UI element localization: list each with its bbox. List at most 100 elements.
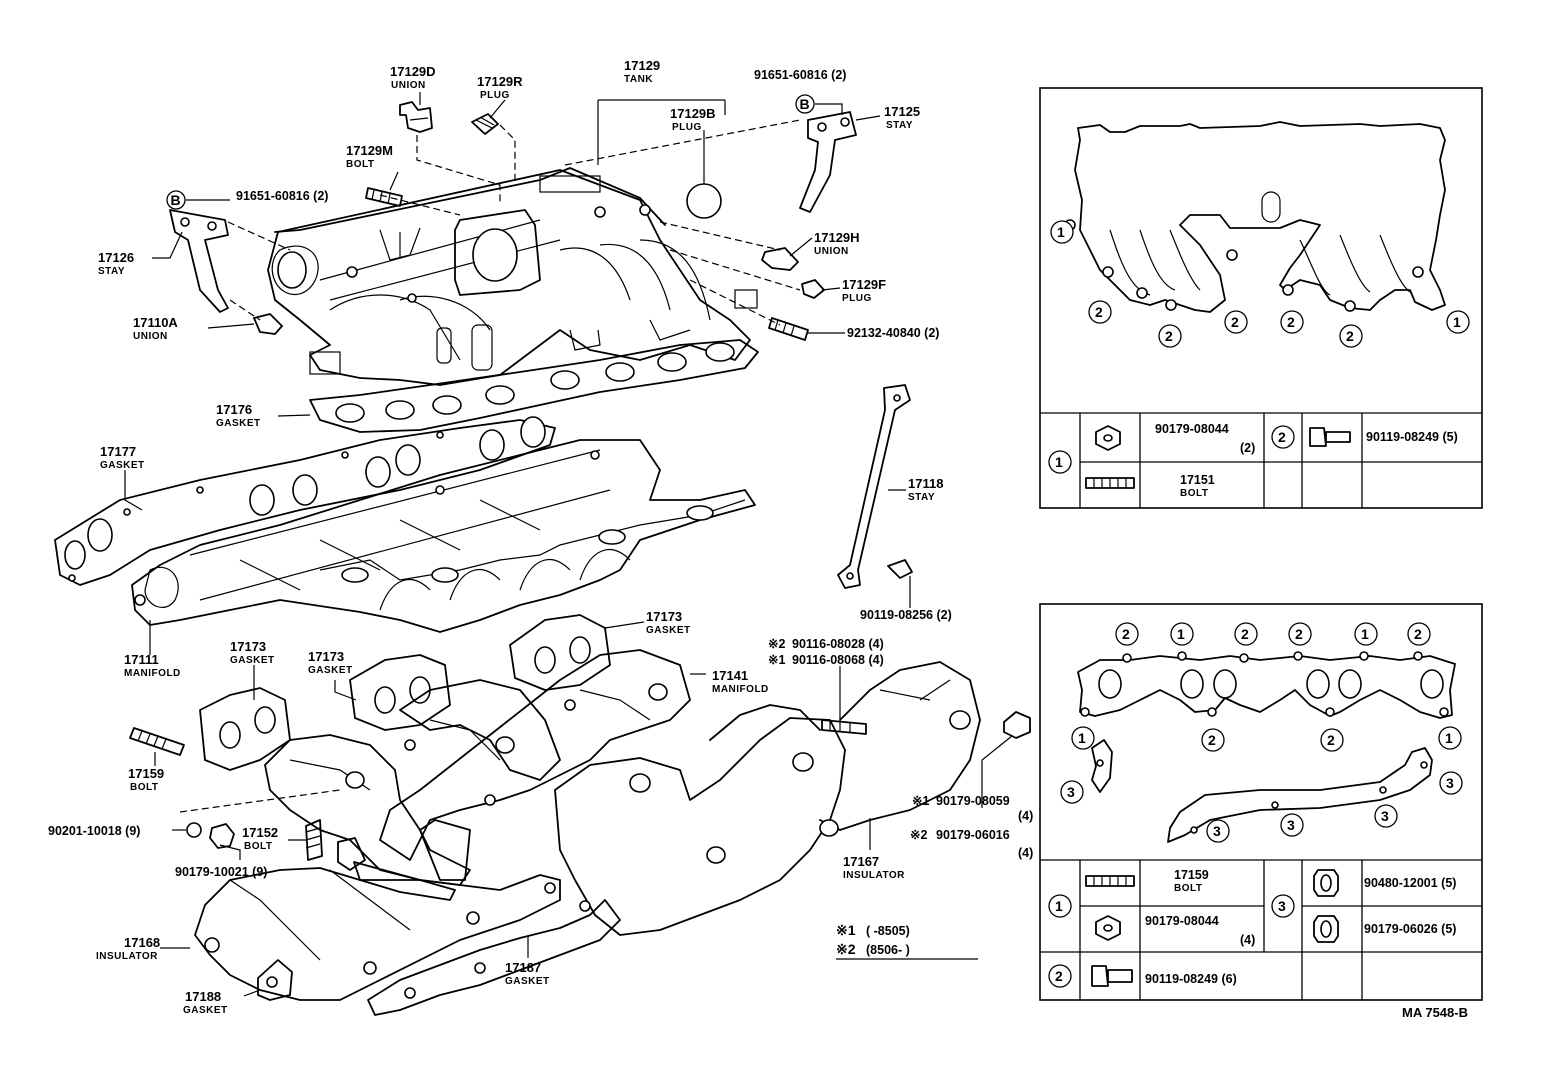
svg-text:1: 1	[1453, 314, 1461, 330]
detail-top-legend: 1 90179-08044 (2) 2 90119-08249 (5) 1715…	[1048, 422, 1458, 499]
svg-text:17188: 17188	[185, 989, 221, 1004]
svg-text:GASKET: GASKET	[308, 665, 353, 676]
gasket-17188	[257, 959, 293, 1001]
callout-17129H: 17129H UNION	[814, 230, 860, 257]
exhaust-gaskets-17173	[199, 614, 611, 771]
svg-text:PLUG: PLUG	[480, 90, 510, 101]
callout-17176: 17176 GASKET	[216, 402, 261, 429]
svg-text:17129B: 17129B	[670, 106, 716, 121]
svg-text:2: 2	[1165, 328, 1173, 344]
svg-text:UNION: UNION	[391, 80, 426, 91]
callout-17168: 17168 INSULATOR	[96, 935, 160, 962]
insulator-17168	[194, 867, 561, 1001]
callout-17125: 17125 STAY	[884, 104, 920, 131]
svg-text:17173: 17173	[646, 609, 682, 624]
svg-text:90201-10018 (9): 90201-10018 (9)	[48, 824, 140, 838]
exploded-lines	[179, 119, 801, 813]
svg-text:90116-08068 (4): 90116-08068 (4)	[792, 653, 884, 667]
svg-text:TANK: TANK	[624, 74, 653, 85]
svg-text:GASKET: GASKET	[183, 1005, 228, 1016]
svg-text:PLUG: PLUG	[842, 293, 872, 304]
svg-text:1: 1	[1445, 730, 1453, 746]
svg-text:※2: ※2	[768, 637, 785, 651]
svg-text:3: 3	[1446, 775, 1454, 791]
svg-text:※1: ※1	[912, 794, 929, 808]
svg-text:(4): (4)	[1018, 809, 1033, 823]
svg-text:1: 1	[1361, 626, 1369, 642]
svg-text:2: 2	[1278, 429, 1286, 445]
svg-text:(8506- ): (8506- )	[866, 943, 910, 957]
svg-text:17129H: 17129H	[814, 230, 860, 245]
svg-text:BOLT: BOLT	[1180, 488, 1208, 499]
callout-90116-08028: ※2 90116-08028 (4)	[768, 637, 884, 651]
svg-text:GASKET: GASKET	[230, 655, 275, 666]
svg-text:(4): (4)	[1240, 933, 1255, 947]
callout-17126: 17126 STAY	[98, 250, 134, 277]
callout-17129R: 17129R PLUG	[477, 74, 523, 101]
callout-17110A: 17110A UNION	[133, 315, 178, 342]
svg-text:2: 2	[1231, 314, 1239, 330]
callout-17188: 17188 GASKET	[183, 989, 228, 1016]
svg-text:17173: 17173	[308, 649, 344, 664]
svg-text:17118: 17118	[908, 476, 943, 491]
svg-text:3: 3	[1213, 823, 1221, 839]
callout-91651-left: 91651-60816 (2)	[236, 189, 328, 203]
svg-text:91651-60816 (2): 91651-60816 (2)	[236, 189, 328, 203]
svg-text:2: 2	[1414, 626, 1422, 642]
callout-17129B: 17129B PLUG	[670, 106, 716, 133]
callout-17173-right: 17173 GASKET	[646, 609, 690, 636]
svg-text:90116-08028 (4): 90116-08028 (4)	[792, 637, 884, 651]
callout-17141: 17141 MANIFOLD	[712, 668, 768, 695]
callout-90179-06016: ※2 90179-06016 (4)	[910, 828, 1033, 860]
callout-90116-08068: ※1 90116-08068 (4)	[768, 653, 884, 667]
gasket-17176	[309, 339, 759, 433]
svg-text:INSULATOR: INSULATOR	[96, 951, 158, 962]
svg-text:17129M: 17129M	[346, 143, 393, 158]
callout-17173-mid: 17173 GASKET	[308, 649, 353, 676]
svg-text:17129: 17129	[624, 58, 660, 73]
svg-text:2: 2	[1295, 626, 1303, 642]
svg-text:17167: 17167	[843, 854, 879, 869]
svg-text:※2: ※2	[910, 828, 927, 842]
svg-text:3: 3	[1278, 898, 1286, 914]
detail-box-bottom: 2 1 2 2 1 2 1 2 2 1 3 3 3 3 3 1 17159 BO…	[1039, 603, 1483, 1001]
callout-17129M: 17129M BOLT	[346, 143, 393, 170]
svg-text:17151: 17151	[1180, 473, 1215, 487]
svg-text:PLUG: PLUG	[672, 122, 702, 133]
svg-text:2: 2	[1055, 968, 1063, 984]
diagram-code: MA 7548-B	[1402, 1005, 1468, 1020]
svg-text:2: 2	[1122, 626, 1130, 642]
fasteners	[129, 711, 1031, 901]
svg-text:1: 1	[1057, 224, 1065, 240]
svg-text:BOLT: BOLT	[130, 782, 158, 793]
svg-text:GASKET: GASKET	[100, 460, 145, 471]
callout-17173-left: 17173 GASKET	[230, 639, 275, 666]
svg-text:17168: 17168	[124, 935, 160, 950]
svg-text:GASKET: GASKET	[505, 976, 550, 987]
callout-90119-08256: 90119-08256 (2)	[860, 608, 952, 622]
svg-text:90119-08249 (5): 90119-08249 (5)	[1366, 430, 1458, 444]
svg-text:MANIFOLD: MANIFOLD	[124, 668, 181, 679]
gasket-17187	[367, 899, 621, 1016]
svg-text:17125: 17125	[884, 104, 920, 119]
note-1: ※1 ( -8505)	[836, 922, 910, 938]
svg-text:1: 1	[1078, 730, 1086, 746]
note-2: ※2 (8506- )	[836, 941, 978, 960]
svg-text:UNION: UNION	[814, 246, 849, 257]
callout-91651-top: 91651-60816 (2)	[754, 68, 846, 82]
callout-17159: 17159 BOLT	[128, 766, 164, 793]
svg-text:1: 1	[1055, 898, 1063, 914]
svg-text:90179-06016: 90179-06016	[936, 828, 1010, 842]
callout-17129: 17129 TANK	[624, 58, 660, 85]
svg-text:GASKET: GASKET	[216, 418, 261, 429]
svg-text:2: 2	[1327, 732, 1335, 748]
svg-text:17141: 17141	[712, 668, 748, 683]
svg-text:STAY: STAY	[98, 266, 125, 277]
svg-text:1: 1	[1177, 626, 1185, 642]
callout-90179-10021: 90179-10021 (9)	[175, 865, 267, 879]
svg-text:17159: 17159	[128, 766, 164, 781]
callout-17111: 17111 MANIFOLD	[124, 652, 181, 679]
svg-text:17173: 17173	[230, 639, 266, 654]
detail-top-circle-labels: 1 2 2 2 2 2 1	[1050, 220, 1470, 348]
